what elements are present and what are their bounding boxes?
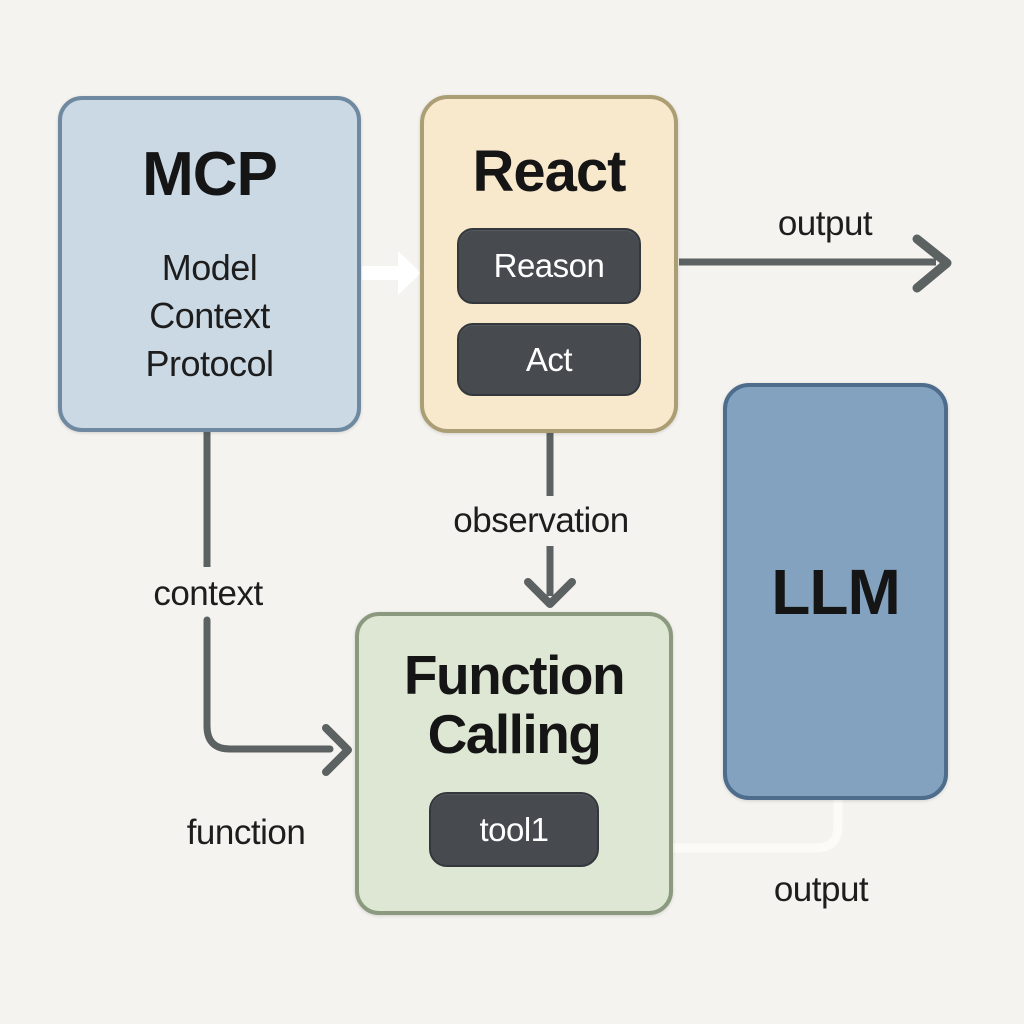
label-output-top: output	[777, 204, 873, 243]
arrow-mcp-to-fc-elbow-line	[203, 616, 334, 753]
node-function-calling: Function Calling tool1	[355, 612, 673, 915]
act-pill: Act	[457, 323, 641, 396]
node-mcp: MCP Model Context Protocol	[58, 96, 361, 432]
reason-pill: Reason	[457, 228, 641, 304]
mcp-subtitle: Model Context Protocol	[145, 247, 274, 384]
label-function: function	[186, 813, 306, 852]
arrow-react-output-head-icon	[912, 234, 952, 293]
label-observation: observation	[453, 501, 629, 540]
mcp-title: MCP	[142, 140, 278, 209]
function-calling-title: Function Calling	[403, 644, 626, 765]
tool1-pill: tool1	[429, 792, 599, 867]
label-output-bottom: output	[773, 870, 869, 909]
arrow-mcp-to-fc-head-icon	[322, 724, 352, 776]
llm-title: LLM	[771, 555, 900, 628]
node-react: React Reason Act	[420, 95, 678, 433]
connector-llm-to-fc-line	[668, 796, 843, 853]
label-context: context	[153, 574, 263, 613]
node-llm: LLM	[723, 383, 948, 800]
react-title: React	[472, 139, 627, 204]
arrow-mcp-to-react-icon	[362, 251, 421, 295]
arrow-react-to-fc-head-icon	[524, 578, 576, 608]
